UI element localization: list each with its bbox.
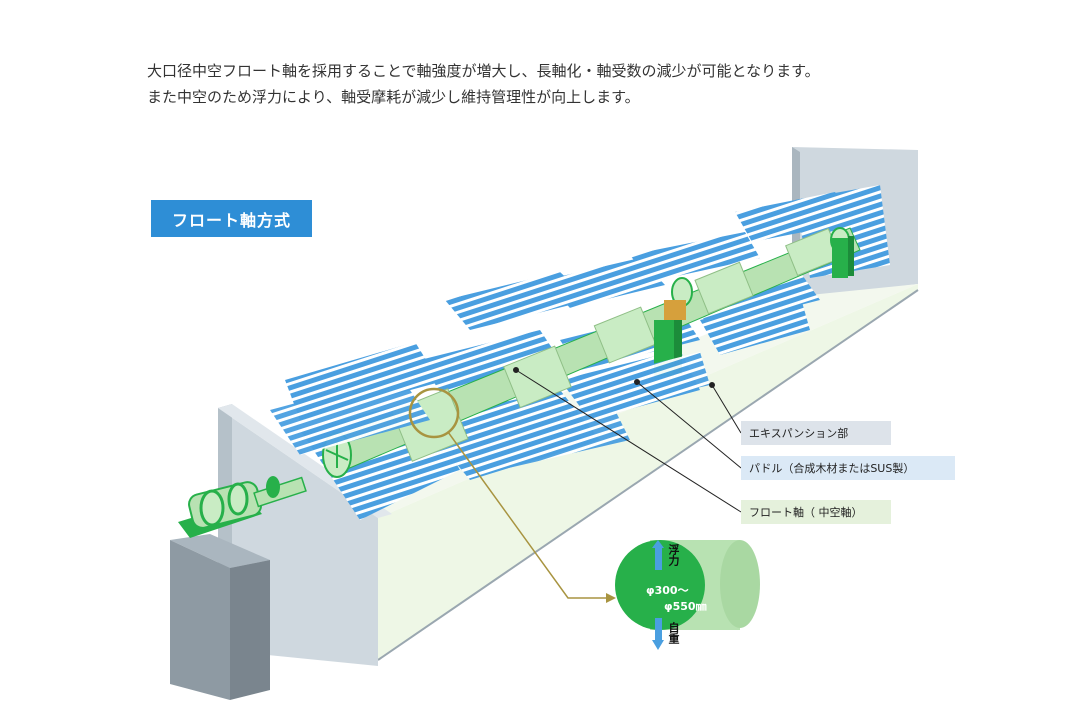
callout-float-shaft: フロート軸（ 中空軸） (741, 500, 891, 524)
intro-line-2: また中空のため浮力により、軸受摩耗が減少し維持管理性が向上します。 (147, 88, 640, 106)
diameter-max-label: φ550㎜ (664, 600, 707, 613)
bearing-stands (654, 236, 854, 376)
diameter-min-label: φ300〜 (646, 584, 689, 597)
callout-expansion-joint: エキスパンション部 (741, 421, 891, 445)
motor-pedestal (170, 534, 270, 700)
gravity-label: 自重 (667, 622, 680, 644)
paddles-front (270, 352, 710, 470)
callout-leaders (513, 367, 742, 513)
intro-line-1: 大口径中空フロート軸を採用することで軸強度が増大し、長軸化・軸受数の減少が可能と… (147, 62, 820, 80)
buoyancy-label: 浮力 (667, 544, 680, 566)
hollow-shaft-inset (615, 540, 760, 650)
method-label: フロート軸方式 (151, 200, 312, 237)
intro-text: 大口径中空フロート軸を採用することで軸強度が増大し、長軸化・軸受数の減少が可能と… (147, 58, 947, 110)
shaft-callout-ring (408, 387, 616, 603)
drive-motor (178, 476, 307, 538)
callout-paddle: パドル（合成木材またはSUS製） (741, 456, 955, 480)
